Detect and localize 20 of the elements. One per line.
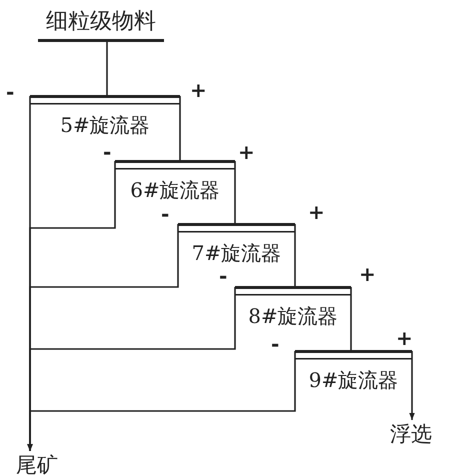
minus-sign: - bbox=[6, 82, 14, 102]
plus-sign: + bbox=[238, 142, 255, 162]
minus-sign: - bbox=[161, 204, 170, 224]
feed-label: 细粒级物料 bbox=[38, 6, 164, 42]
flow-line bbox=[294, 224, 296, 287]
minus-sign: - bbox=[103, 142, 112, 162]
minus-sign: - bbox=[271, 334, 280, 354]
arrow bbox=[409, 351, 415, 420]
arrow bbox=[27, 351, 296, 451]
plus-sign: + bbox=[308, 202, 325, 222]
flow-line bbox=[234, 161, 236, 224]
output-label: 尾矿 bbox=[16, 451, 60, 475]
plus-sign: + bbox=[396, 328, 413, 348]
flow-line bbox=[179, 96, 181, 161]
flow-line bbox=[350, 287, 352, 351]
flow-line bbox=[106, 42, 108, 96]
minus-sign: - bbox=[219, 266, 228, 286]
plus-sign: + bbox=[190, 80, 207, 100]
plus-sign: + bbox=[359, 264, 376, 284]
output-label: 浮选 bbox=[390, 420, 436, 446]
